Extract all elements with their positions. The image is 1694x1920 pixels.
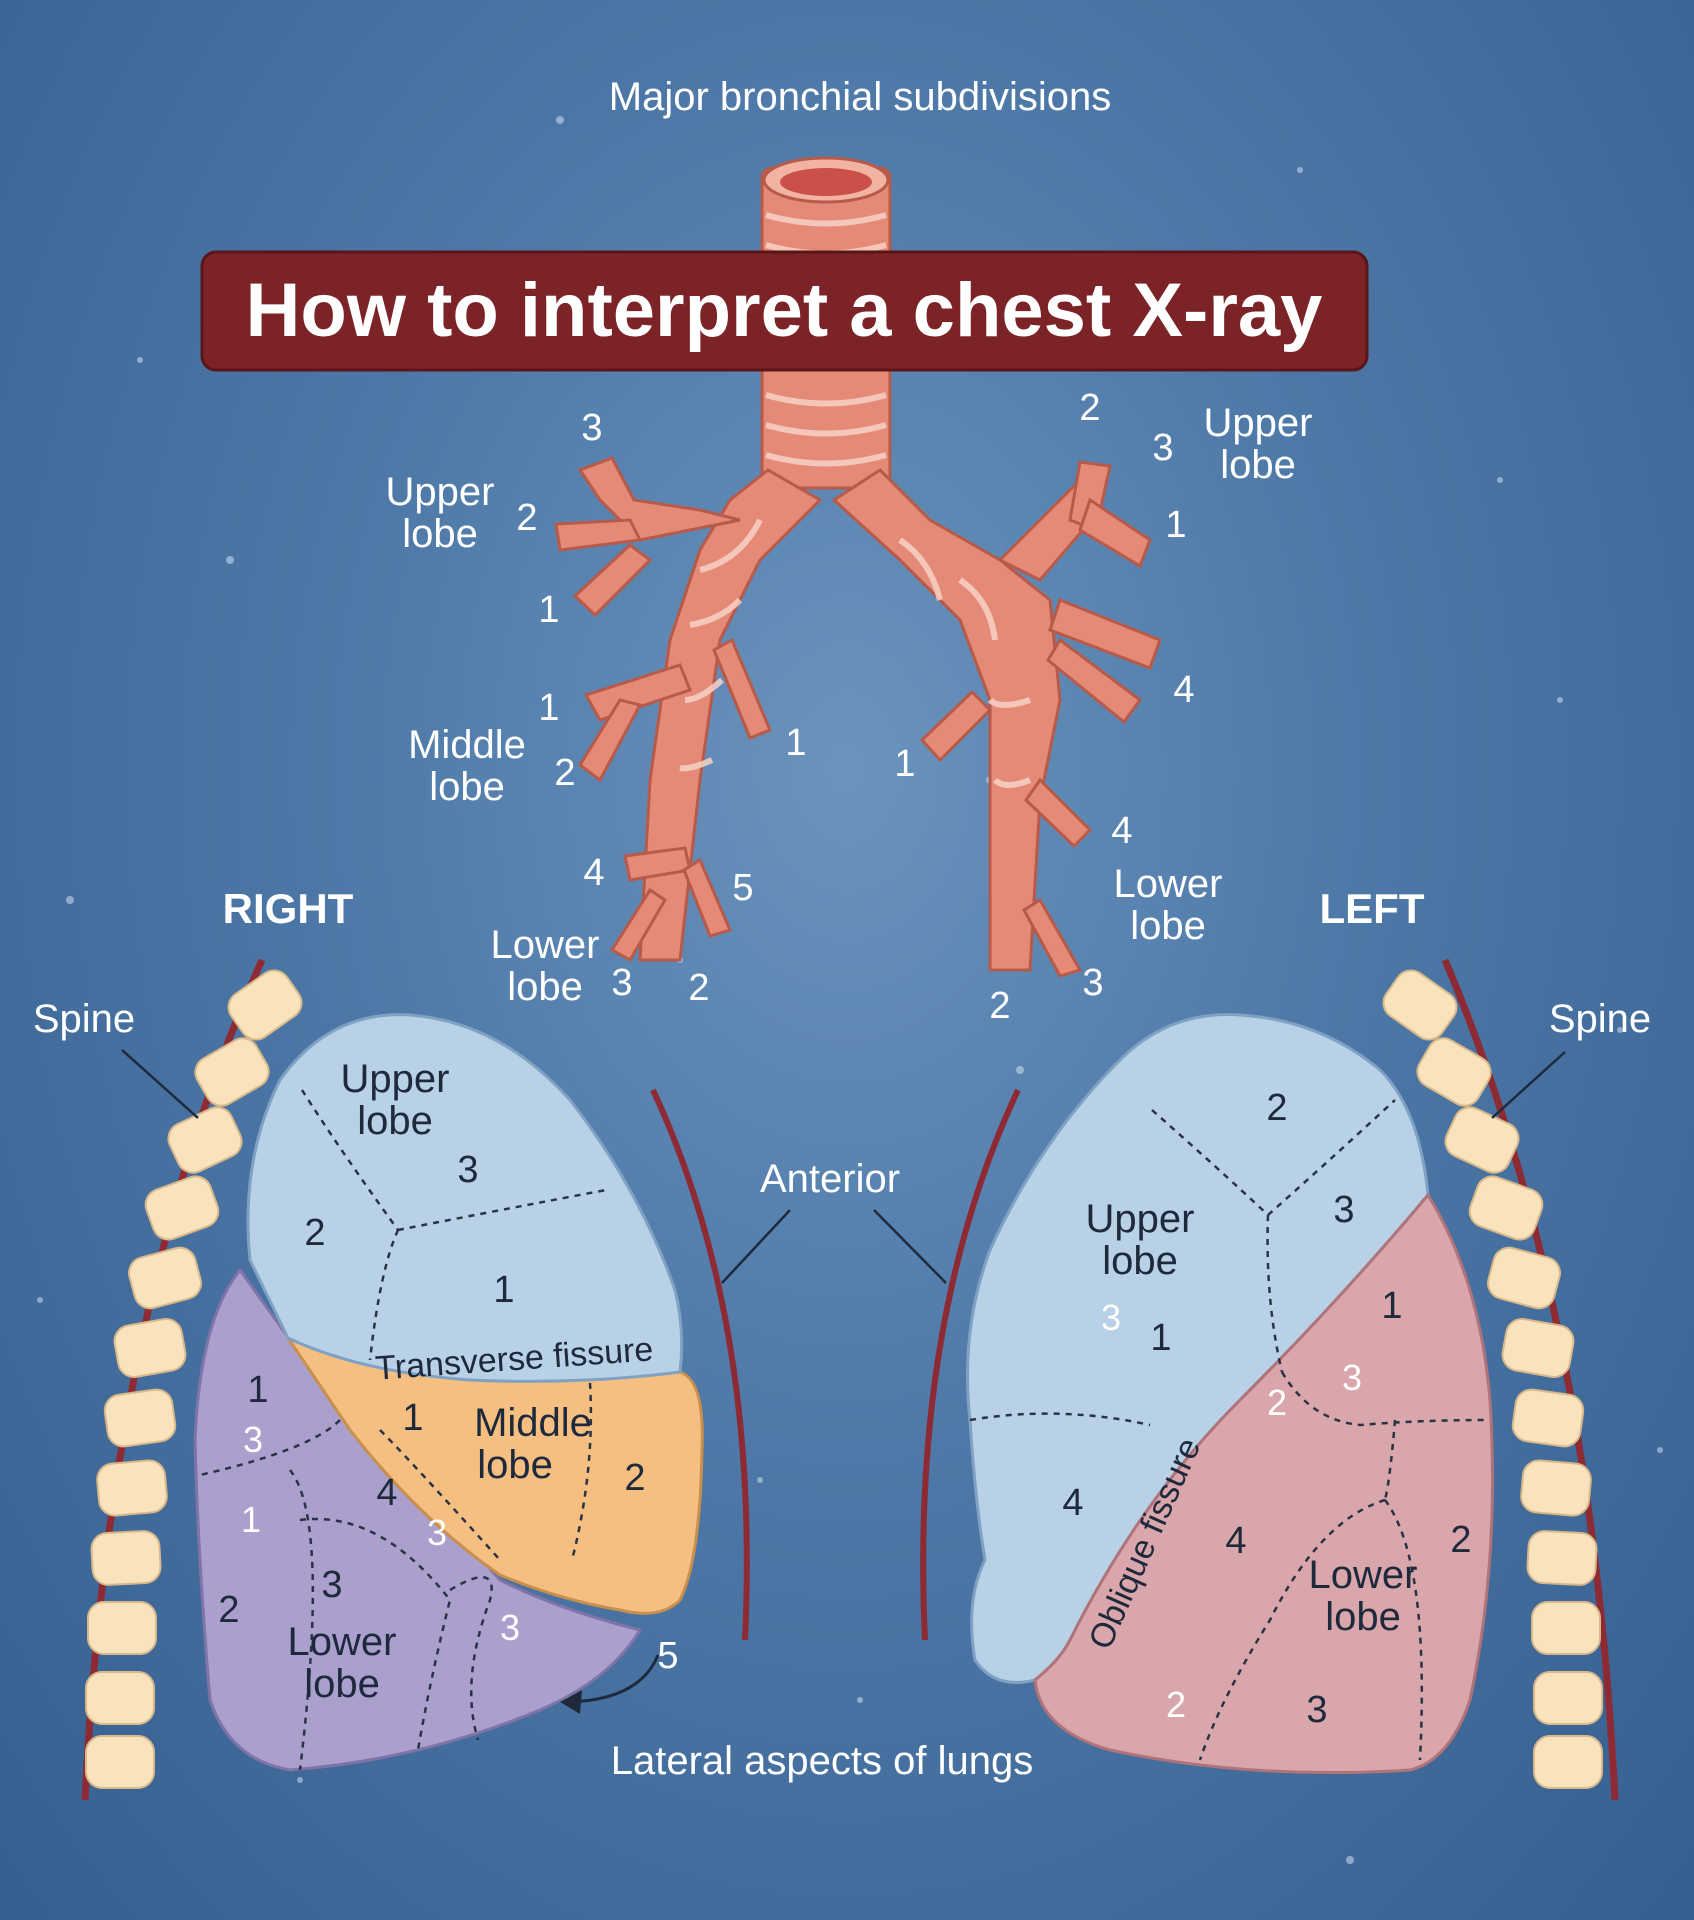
vertebra xyxy=(96,1459,168,1517)
segment-number: 1 xyxy=(1381,1285,1402,1327)
segment-number: 2 xyxy=(624,1457,645,1499)
segment-number: 3 xyxy=(1342,1357,1362,1398)
left-lung xyxy=(966,1013,1494,1774)
vertebra xyxy=(1501,1318,1575,1378)
vertebra xyxy=(128,1246,202,1310)
lateral-aspects-annotation: 5 Lateral aspects of lungs xyxy=(560,1635,1033,1783)
title-banner: How to interpret a chest X-ray xyxy=(200,250,1369,372)
bronchus-number: 1 xyxy=(1165,504,1186,546)
arrow-segment-number: 5 xyxy=(657,1635,678,1677)
segment-number: 4 xyxy=(1225,1520,1246,1562)
segment-number: 1 xyxy=(247,1369,268,1411)
vertebra xyxy=(87,1601,157,1655)
bronchus-number: 3 xyxy=(581,407,602,449)
segment-number: 2 xyxy=(1266,1087,1287,1129)
anterior-lines: Anterior xyxy=(650,1088,1021,1641)
segment-number: 2 xyxy=(1166,1684,1186,1725)
vertebra xyxy=(1526,1530,1598,1586)
vertebra xyxy=(1520,1459,1592,1517)
bronchus-number: 2 xyxy=(516,497,537,539)
vertebra xyxy=(1444,1106,1520,1174)
segment-number: 3 xyxy=(243,1419,263,1460)
vertebra xyxy=(1382,969,1458,1041)
bronchial-subdivisions-header: Major bronchial subdivisions xyxy=(609,75,1111,119)
right-side-label: RIGHT xyxy=(223,885,354,932)
vertebra xyxy=(1531,1601,1601,1655)
bronchus-number: 2 xyxy=(688,967,709,1009)
bronchus-number: 3 xyxy=(1082,962,1103,1004)
vertebra xyxy=(1416,1037,1492,1107)
right-upper-lobe xyxy=(246,1013,684,1383)
vertebra xyxy=(1487,1246,1561,1310)
bronchus-number: 2 xyxy=(989,985,1010,1027)
segment-number: 1 xyxy=(241,1499,261,1540)
vertebra xyxy=(90,1530,162,1586)
bronchus-number: 4 xyxy=(583,852,604,894)
segment-number: 2 xyxy=(218,1589,239,1631)
left-side-label: LEFT xyxy=(1320,885,1425,932)
vertebra xyxy=(103,1388,177,1448)
vertebra xyxy=(1533,1735,1603,1789)
segment-number: 2 xyxy=(1267,1382,1287,1423)
segment-number: 3 xyxy=(500,1607,520,1648)
bronchus-number: 4 xyxy=(1111,810,1132,852)
vertebra xyxy=(1468,1175,1544,1241)
vertebra xyxy=(113,1318,187,1378)
bronchus-number: 5 xyxy=(732,867,753,909)
left-lower-lobe xyxy=(1033,1192,1494,1774)
vertebra xyxy=(167,1106,243,1174)
bronchus-number: 2 xyxy=(554,752,575,794)
segment-number: 3 xyxy=(321,1564,342,1606)
anterior-label: Anterior xyxy=(760,1157,900,1201)
vertebra xyxy=(85,1671,155,1725)
bronchus-number: 1 xyxy=(785,722,806,764)
segment-number: 3 xyxy=(457,1149,478,1191)
spine-label-left: Spine xyxy=(1549,997,1651,1041)
segment-number: 1 xyxy=(493,1269,514,1311)
segment-number: 3 xyxy=(427,1512,447,1553)
vertebra xyxy=(194,1037,270,1107)
segment-number: 2 xyxy=(1450,1519,1471,1561)
segment-number: 3 xyxy=(1333,1189,1354,1231)
vertebra xyxy=(227,969,303,1041)
left-spine xyxy=(1382,958,1619,1801)
bronchus-number: 4 xyxy=(1173,669,1194,711)
segment-number: 3 xyxy=(1306,1689,1327,1731)
bronchus-number: 1 xyxy=(538,687,559,729)
bronchus-number: 1 xyxy=(538,589,559,631)
page-title: How to interpret a chest X-ray xyxy=(246,268,1323,353)
vertebra xyxy=(144,1175,220,1241)
bronchus-number: 1 xyxy=(894,743,915,785)
vertebra xyxy=(1533,1671,1603,1725)
vertebra xyxy=(85,1735,155,1789)
segment-number: 1 xyxy=(402,1397,423,1439)
segment-number: 2 xyxy=(304,1212,325,1254)
vertebra xyxy=(1511,1388,1585,1448)
left-upper-lobe xyxy=(966,1013,1430,1684)
bronchus-number: 2 xyxy=(1079,387,1100,429)
spine-label-right: Spine xyxy=(33,997,135,1041)
right-spine xyxy=(81,958,303,1801)
bronchus-number: 3 xyxy=(611,962,632,1004)
segment-number: 4 xyxy=(1062,1482,1083,1524)
lateral-aspects-caption: Lateral aspects of lungs xyxy=(611,1739,1033,1783)
segment-number: 4 xyxy=(376,1472,397,1514)
bronchus-number: 3 xyxy=(1152,427,1173,469)
right-lower-lobe xyxy=(193,1267,643,1772)
segment-number: 1 xyxy=(1150,1317,1171,1359)
segment-number: 3 xyxy=(1101,1297,1121,1338)
right-lung xyxy=(193,1013,704,1772)
